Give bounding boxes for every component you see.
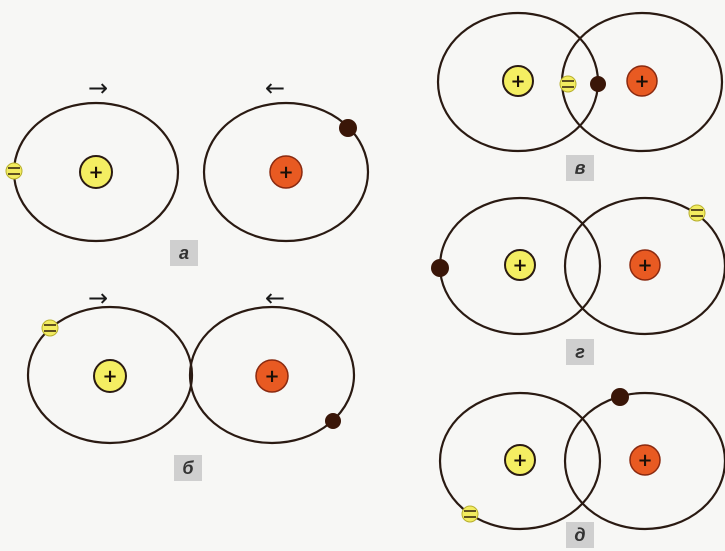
nucleus-plus-sign: + (88, 162, 103, 183)
panel-label-box (566, 155, 594, 181)
panel-b: → ← + + б (26, 284, 356, 481)
nucleus-plus-sign: + (512, 450, 527, 471)
negative-electron-icon (461, 505, 479, 523)
nucleus-plus-sign: + (634, 71, 649, 92)
dark-electron-icon (431, 259, 449, 277)
panel-label-box (566, 339, 594, 365)
positive-nucleus-icon (269, 155, 303, 189)
orbit-right (563, 196, 725, 336)
nucleus-plus-sign: + (264, 366, 279, 387)
panel-g: + + г (431, 196, 725, 365)
negative-electron-icon (559, 75, 577, 93)
panel-d: + + д (438, 388, 725, 548)
panel-label: д (574, 525, 585, 545)
panel-label: г (575, 342, 585, 362)
negative-electron-icon (41, 319, 59, 337)
panel-label-box (174, 455, 202, 481)
nucleus-plus-sign: + (637, 255, 652, 276)
positive-nucleus-icon (504, 444, 536, 476)
nucleus-plus-sign: + (637, 450, 652, 471)
panel-label: а (179, 243, 189, 263)
arrow-left-icon: ← (265, 284, 285, 312)
orbit-right (563, 391, 725, 531)
positive-nucleus-icon (629, 249, 661, 281)
arrow-right-icon: → (88, 74, 108, 102)
panel-v: + + в (436, 11, 724, 181)
orbit-right (202, 101, 370, 243)
arrow-right-icon: → (88, 284, 108, 312)
nucleus-plus-sign: + (510, 71, 525, 92)
negative-electron-icon (688, 204, 706, 222)
nucleus-plus-sign: + (278, 162, 293, 183)
arrow-left-icon: ← (265, 74, 285, 102)
positive-nucleus-icon (626, 65, 658, 97)
orbit-left (26, 305, 194, 445)
positive-nucleus-icon (504, 249, 536, 281)
dark-electron-icon (325, 413, 341, 429)
dark-electron-icon (590, 76, 606, 92)
positive-nucleus-icon (255, 359, 289, 393)
positive-nucleus-icon (629, 444, 661, 476)
panel-label-box (566, 522, 594, 548)
panel-label: б (182, 458, 194, 478)
orbit-right (188, 305, 356, 445)
dark-electron-icon (611, 388, 629, 406)
orbit-left (438, 391, 602, 531)
negative-electron-icon (5, 162, 23, 180)
panel-label: в (575, 158, 586, 178)
nucleus-plus-sign: + (102, 366, 117, 387)
panel-a: → ← + + а (5, 74, 370, 266)
positive-nucleus-icon (502, 65, 534, 97)
positive-nucleus-icon (93, 359, 127, 393)
nucleus-plus-sign: + (512, 255, 527, 276)
dark-electron-icon (339, 119, 357, 137)
positive-nucleus-icon (79, 155, 113, 189)
panel-label-box (170, 240, 198, 266)
